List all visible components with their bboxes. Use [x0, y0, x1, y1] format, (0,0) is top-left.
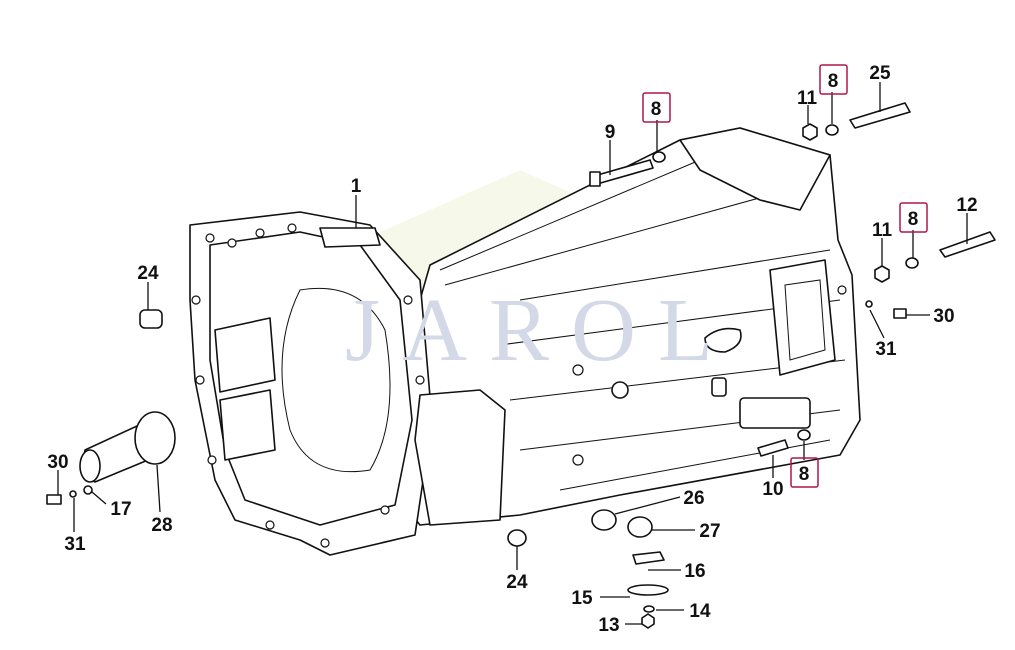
callout-12[interactable]: 12 [956, 195, 977, 216]
callout-11[interactable]: 11 [872, 220, 893, 241]
oring-26 [591, 509, 617, 531]
washer-8 [825, 124, 839, 136]
callout-26[interactable]: 26 [683, 488, 704, 509]
bracket-16 [632, 551, 665, 565]
washer-8 [652, 151, 666, 163]
bolt-30 [46, 494, 62, 505]
bolt-10 [757, 439, 789, 457]
stud-25 [849, 102, 911, 129]
stud-12 [939, 231, 996, 258]
disc-15 [627, 584, 669, 596]
callout-31[interactable]: 31 [64, 534, 86, 555]
callout-14[interactable]: 14 [689, 601, 711, 622]
callout-31[interactable]: 31 [875, 339, 897, 360]
leader-lines [57, 82, 968, 625]
callout-8[interactable]: 8 [908, 209, 919, 230]
callout-30[interactable]: 30 [933, 306, 954, 327]
callout-11[interactable]: 11 [797, 88, 818, 109]
callout-25[interactable]: 25 [869, 63, 891, 84]
callout-13[interactable]: 13 [598, 615, 619, 636]
lockwasher-31 [69, 490, 77, 498]
callout-9[interactable]: 9 [605, 122, 616, 143]
callout-10[interactable]: 10 [762, 479, 783, 500]
nut-13 [641, 613, 655, 629]
bolt-30 [893, 308, 907, 319]
callout-8[interactable]: 8 [651, 99, 662, 120]
lockwasher-31 [865, 300, 873, 308]
callout-15[interactable]: 15 [571, 588, 593, 609]
callout-17[interactable]: 17 [110, 499, 131, 520]
transmission-housing [189, 127, 861, 556]
callout-8[interactable]: 8 [799, 464, 810, 485]
callout-24[interactable]: 24 [137, 263, 159, 284]
callout-27[interactable]: 27 [699, 521, 720, 542]
nut-11 [874, 265, 890, 283]
callout-28[interactable]: 28 [151, 515, 172, 536]
callout-1[interactable]: 1 [351, 176, 362, 197]
washer-14 [643, 605, 655, 613]
highlight-boxes [642, 64, 928, 488]
plug-24 [139, 309, 163, 329]
callout-30[interactable]: 30 [47, 452, 68, 473]
callout-24[interactable]: 24 [506, 572, 528, 593]
nut-11 [802, 123, 818, 141]
washer-8 [797, 429, 811, 441]
small-parts [46, 102, 996, 629]
callout-16[interactable]: 16 [684, 561, 705, 582]
plug-24 [507, 529, 527, 547]
callout-8[interactable]: 8 [828, 71, 839, 92]
callout-labels: 1 8 9 8 11 25 11 8 12 24 30 31 8 10 30 1… [47, 63, 977, 636]
washer-8 [905, 257, 919, 269]
washer-17 [83, 485, 93, 495]
plug-27 [627, 516, 653, 538]
